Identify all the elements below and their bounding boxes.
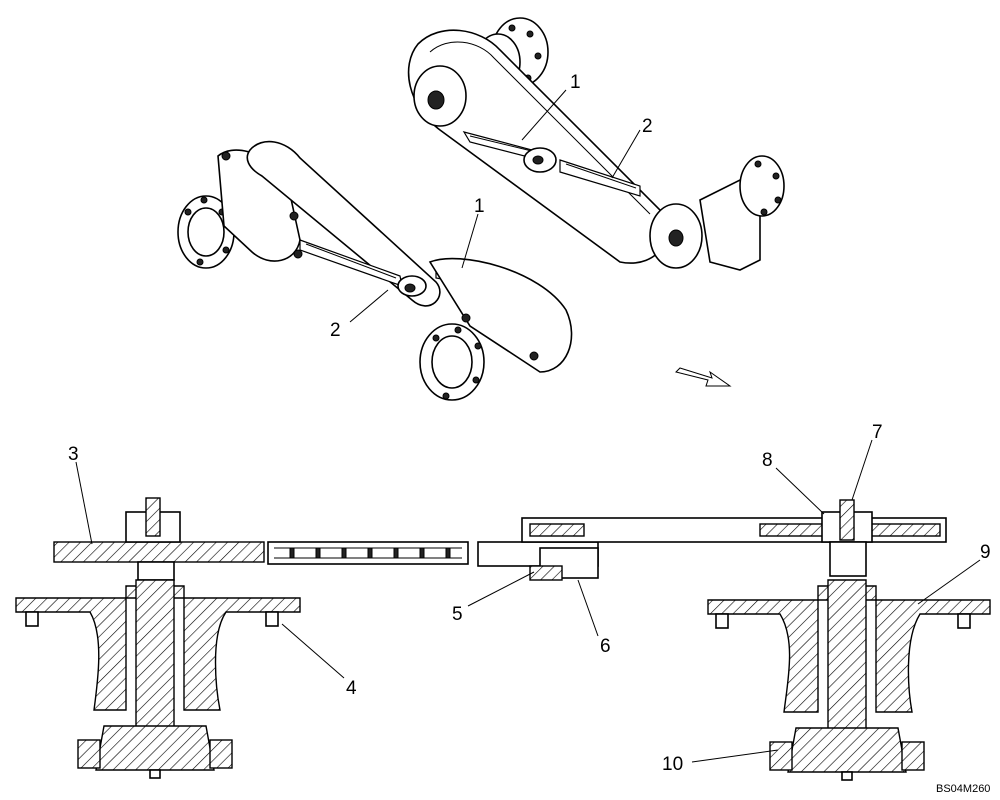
left-chain-case <box>246 140 441 307</box>
tensioner-section <box>477 541 599 581</box>
callout-2-upper: 2 <box>642 116 653 137</box>
left-bottom-hub <box>95 725 215 771</box>
callout-10: 10 <box>662 754 683 775</box>
upper-chain-strand <box>462 131 641 197</box>
callout-8: 8 <box>762 450 773 471</box>
left-rear-hub <box>177 195 235 269</box>
right-hub-flange <box>707 585 991 713</box>
left-center-shaft <box>135 579 175 737</box>
left-hub-flange <box>15 585 301 711</box>
callout-7: 7 <box>872 422 883 443</box>
callout-6: 6 <box>600 636 611 657</box>
callout-leaders <box>75 89 981 763</box>
callout-4: 4 <box>346 678 357 699</box>
callout-1-lower: 1 <box>474 196 485 217</box>
right-center-shaft <box>827 579 867 739</box>
lower-left-chain-assembly <box>177 140 573 401</box>
callout-9: 9 <box>980 542 991 563</box>
left-sprocket-plate <box>53 541 265 563</box>
right-chain-case-section <box>521 517 947 543</box>
left-front-hub <box>419 323 485 401</box>
upper-front-hub <box>739 155 785 217</box>
left-wheel-bolt <box>265 611 279 627</box>
right-section-view <box>707 499 991 781</box>
right-bottom-hub <box>787 727 907 773</box>
drawing-code: BS04M260 <box>936 783 990 795</box>
left-section-view <box>15 497 301 779</box>
callout-3: 3 <box>68 444 79 465</box>
tensioner-bolt <box>529 565 563 581</box>
upper-right-chain-assembly <box>407 17 785 271</box>
callout-5: 5 <box>452 604 463 625</box>
callout-1-upper: 1 <box>570 72 581 93</box>
left-front-housing <box>428 257 573 373</box>
callout-2-lower: 2 <box>330 320 341 341</box>
direction-arrow <box>675 367 732 387</box>
drive-chain-section <box>267 541 469 565</box>
